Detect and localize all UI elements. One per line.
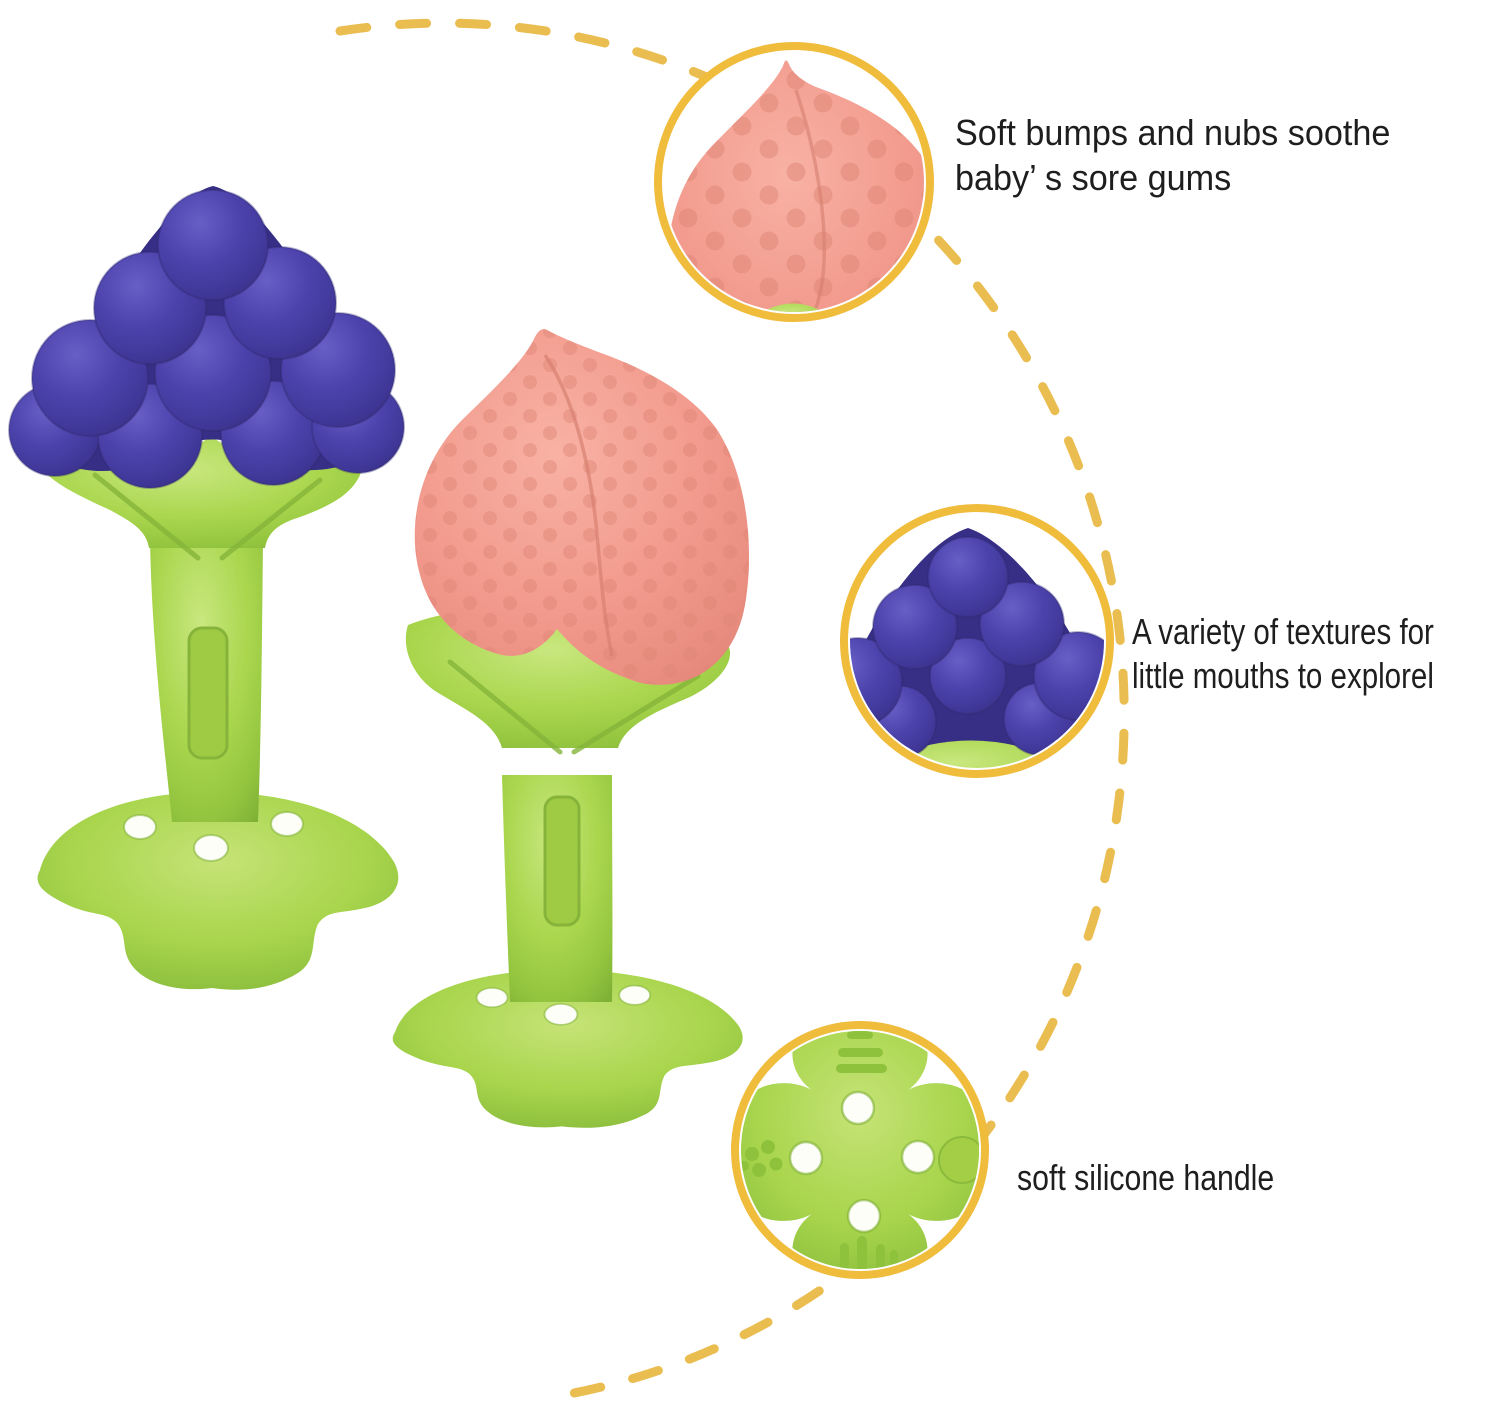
callout-ring (731, 1021, 989, 1279)
caption-line: little mouths to explorel (1132, 655, 1434, 696)
grape-teether-image (8, 186, 405, 991)
callout-circle-grape-texture (840, 504, 1114, 778)
caption-textures: A variety of textures for little mouths … (1132, 610, 1434, 698)
caption-soft-bumps: Soft bumps and nubs soothe baby’ s sore … (955, 110, 1390, 200)
paw-bumps (741, 1140, 783, 1177)
caption-line: A variety of textures for (1132, 611, 1434, 652)
callout-ring (654, 42, 934, 322)
caption-silicone-handle: soft silicone handle (1017, 1156, 1274, 1200)
callout-circle-peach-texture (654, 42, 934, 322)
caption-line: Soft bumps and nubs soothe (955, 112, 1391, 153)
callout-ring (840, 504, 1114, 778)
caption-line: baby’ s sore gums (955, 157, 1232, 198)
peach-teether-image (391, 329, 750, 1129)
caption-line: soft silicone handle (1017, 1157, 1275, 1198)
callout-circle-handle (731, 1021, 989, 1279)
